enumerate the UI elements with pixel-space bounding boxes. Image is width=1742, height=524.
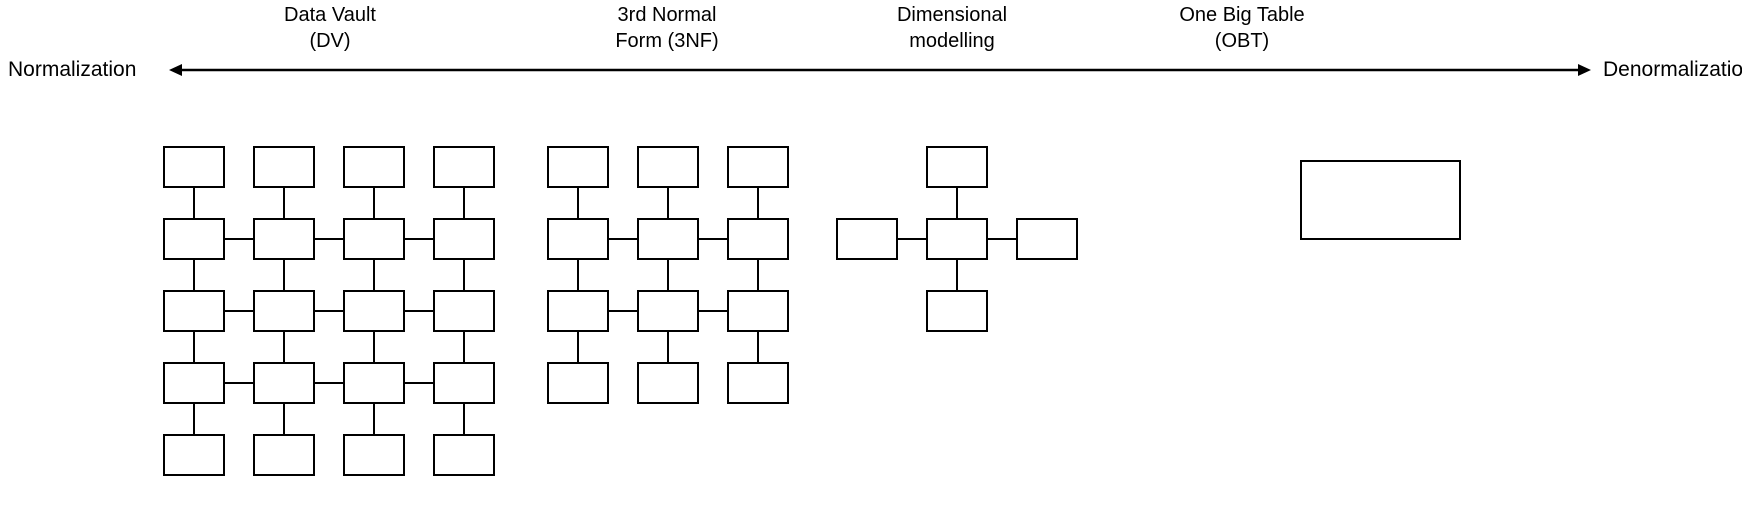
data-vault-node-r1-c1 (253, 218, 315, 260)
relationship-line-horizontal (609, 238, 637, 240)
three-nf-node-r2-c2 (727, 290, 789, 332)
data-vault-node-r3-c3 (433, 362, 495, 404)
dimension-right (1016, 218, 1078, 260)
axis-label-normalization: Normalization (8, 58, 137, 81)
relationship-line-vertical (667, 332, 669, 362)
data-vault-node-r0-c1 (253, 146, 315, 188)
relationship-line-vertical (667, 260, 669, 290)
relationship-line-vertical (373, 332, 375, 362)
relationship-line-vertical (373, 260, 375, 290)
axis-label-denormalization: Denormalization (1603, 58, 1742, 81)
relationship-line-vertical (956, 260, 958, 290)
data-vault-node-r1-c0 (163, 218, 225, 260)
relationship-line-vertical (577, 332, 579, 362)
relationship-line-vertical (373, 188, 375, 218)
data-vault-node-r0-c3 (433, 146, 495, 188)
relationship-line-vertical (577, 188, 579, 218)
relationship-line-horizontal (225, 382, 253, 384)
relationship-line-horizontal (699, 310, 727, 312)
one-big-table-box (1300, 160, 1461, 240)
relationship-line-vertical (463, 260, 465, 290)
relationship-line-horizontal (405, 310, 433, 312)
three-nf-node-r1-c0 (547, 218, 609, 260)
relationship-line-vertical (463, 332, 465, 362)
data-vault-node-r2-c3 (433, 290, 495, 332)
three-nf-node-r0-c2 (727, 146, 789, 188)
relationship-line-vertical (956, 188, 958, 218)
data-vault-node-r2-c0 (163, 290, 225, 332)
data-vault-node-r4-c1 (253, 434, 315, 476)
three-nf-node-r1-c2 (727, 218, 789, 260)
relationship-line-vertical (193, 332, 195, 362)
three-nf-node-r1-c1 (637, 218, 699, 260)
data-vault-node-r2-c1 (253, 290, 315, 332)
relationship-line-horizontal (699, 238, 727, 240)
relationship-line-horizontal (405, 382, 433, 384)
relationship-line-vertical (283, 332, 285, 362)
relationship-line-vertical (373, 404, 375, 434)
relationship-line-vertical (463, 404, 465, 434)
column-header-one-big-table: One Big Table (OBT) (1179, 4, 1305, 52)
three-nf-node-r0-c1 (637, 146, 699, 188)
data-vault-node-r0-c2 (343, 146, 405, 188)
relationship-line-horizontal (225, 238, 253, 240)
spectrum-arrow-icon (169, 64, 1591, 76)
relationship-line-horizontal (405, 238, 433, 240)
relationship-line-vertical (283, 260, 285, 290)
relationship-line-horizontal (315, 310, 343, 312)
relationship-line-horizontal (988, 238, 1016, 240)
relationship-line-vertical (193, 260, 195, 290)
data-vault-node-r4-c3 (433, 434, 495, 476)
relationship-line-horizontal (609, 310, 637, 312)
data-vault-node-r1-c3 (433, 218, 495, 260)
data-vault-node-r3-c0 (163, 362, 225, 404)
dimension-top (926, 146, 988, 188)
data-vault-node-r4-c0 (163, 434, 225, 476)
relationship-line-vertical (667, 188, 669, 218)
three-nf-node-r2-c0 (547, 290, 609, 332)
column-header-dimensional-modelling: Dimensional modelling (896, 4, 1008, 52)
three-nf-node-r0-c0 (547, 146, 609, 188)
relationship-line-vertical (463, 188, 465, 218)
relationship-line-vertical (757, 188, 759, 218)
data-vault-node-r3-c2 (343, 362, 405, 404)
data-vault-node-r3-c1 (253, 362, 315, 404)
column-header-3nf: 3rd Normal Form (3NF) (615, 4, 719, 52)
relationship-line-vertical (757, 332, 759, 362)
three-nf-node-r3-c0 (547, 362, 609, 404)
relationship-line-horizontal (225, 310, 253, 312)
relationship-line-vertical (283, 404, 285, 434)
relationship-line-vertical (757, 260, 759, 290)
data-vault-node-r0-c0 (163, 146, 225, 188)
dimension-bottom (926, 290, 988, 332)
data-vault-node-r2-c2 (343, 290, 405, 332)
fact-table (926, 218, 988, 260)
dimension-left (836, 218, 898, 260)
relationship-line-vertical (193, 188, 195, 218)
relationship-line-horizontal (315, 238, 343, 240)
relationship-line-vertical (193, 404, 195, 434)
relationship-line-vertical (283, 188, 285, 218)
column-header-data-vault: Data Vault (DV) (284, 4, 376, 52)
data-vault-node-r1-c2 (343, 218, 405, 260)
relationship-line-vertical (577, 260, 579, 290)
relationship-line-horizontal (315, 382, 343, 384)
relationship-line-horizontal (898, 238, 926, 240)
three-nf-node-r3-c1 (637, 362, 699, 404)
three-nf-node-r3-c2 (727, 362, 789, 404)
data-vault-node-r4-c2 (343, 434, 405, 476)
three-nf-node-r2-c1 (637, 290, 699, 332)
